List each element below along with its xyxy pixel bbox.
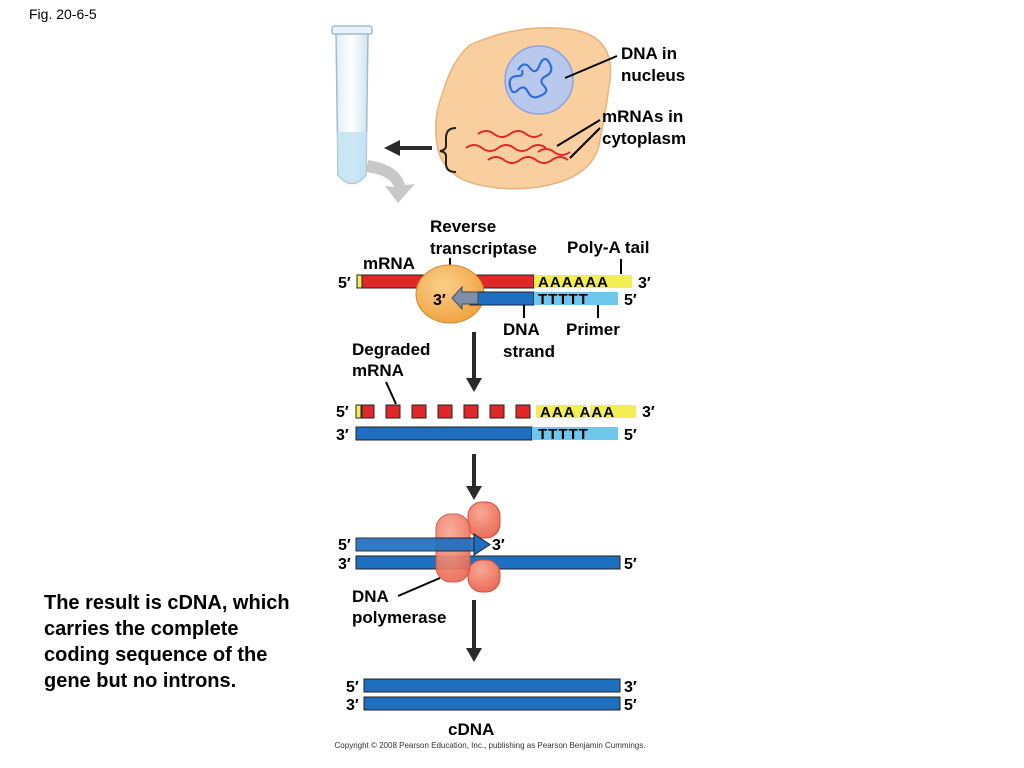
nucleus-leader-line <box>564 55 618 79</box>
extract-arrow <box>384 140 432 156</box>
step4-bottom-5prime: 5′ <box>624 697 637 714</box>
mrna-bracket <box>439 127 457 173</box>
step2-bottom-3prime: 3′ <box>336 427 349 444</box>
step2-poly-a-sequence: AAA AAA <box>540 404 615 421</box>
polymerase-label-line2: polymerase <box>352 608 447 627</box>
step2-top-5prime: 5′ <box>336 404 349 421</box>
curved-gray-arrow <box>366 160 415 203</box>
poly-a-tail-label: Poly-A tail <box>567 238 650 257</box>
degraded-label-line2: mRNA <box>352 361 404 380</box>
step2-bottom-5prime: 5′ <box>624 427 637 444</box>
figure-label: Fig. 20-6-5 <box>29 6 97 22</box>
step4-top-3prime: 3′ <box>624 679 637 696</box>
step2-poly-a-region-2 <box>590 405 636 418</box>
nucleus-dna-squiggle <box>508 57 553 99</box>
cytoplasm-mrnas <box>465 130 571 164</box>
step2-5prime-cap <box>355 404 362 419</box>
test-tube <box>331 25 373 185</box>
synthesis-direction-arrow <box>451 285 479 311</box>
step4-top-5prime: 5′ <box>346 679 359 696</box>
cdna-strand-top <box>363 678 621 693</box>
mrna-label: mRNA <box>363 254 415 273</box>
cytoplasm-label-line1: mRNAs in <box>602 107 683 126</box>
step1-dna-strand <box>469 291 535 306</box>
step2-primer-region <box>532 427 618 440</box>
dna-strand-label-line2: strand <box>503 342 555 361</box>
step1-top-3prime: 3′ <box>638 275 651 292</box>
degraded-mrna-fragments <box>361 404 531 419</box>
step1-primer-sequence: TTTTT <box>538 291 589 308</box>
reverse-transcriptase-label-line1: Reverse <box>430 217 496 236</box>
step1-poly-a-region <box>534 275 632 288</box>
result-caption: The result is cDNA, which carries the co… <box>44 592 290 692</box>
step4-bottom-3prime: 3′ <box>346 697 359 714</box>
polymerase-label-line1: DNA <box>352 587 389 606</box>
polymerase-leader-line <box>397 577 441 597</box>
cdna-label: cDNA <box>448 720 494 739</box>
step1-poly-a-sequence: AAAAAA <box>538 274 609 291</box>
step1-bottom-3prime: 3′ <box>433 292 446 309</box>
step1-5prime-cap <box>356 274 363 289</box>
step3-bottom-3prime: 3′ <box>338 556 351 573</box>
cdna-strand-bottom <box>363 696 621 711</box>
step1-primer-region <box>534 292 618 305</box>
nucleus-label-line1: DNA in <box>621 44 677 63</box>
step2-poly-a-region-1 <box>536 405 586 418</box>
nucleus <box>504 45 574 115</box>
primer-label: Primer <box>566 320 620 339</box>
step3-bottom-5prime: 5′ <box>624 556 637 573</box>
step-arrow-2 <box>466 454 482 500</box>
step-arrow-3 <box>466 600 482 662</box>
mrna-leader-line-1 <box>556 119 601 147</box>
mrna-leader-line-2 <box>569 127 601 159</box>
step-arrow-1 <box>466 332 482 392</box>
reverse-transcriptase-label-line2: transcriptase <box>430 239 537 258</box>
nucleus-label-line2: nucleus <box>621 66 685 85</box>
cytoplasm-label-line2: cytoplasm <box>602 129 686 148</box>
step2-top-3prime: 3′ <box>642 404 655 421</box>
step2-primer-sequence: TTTTT <box>538 426 589 443</box>
step2-dna-strand <box>355 426 533 441</box>
step3-top-5prime: 5′ <box>338 537 351 554</box>
copyright-notice: Copyright © 2008 Pearson Education, Inc.… <box>334 741 646 750</box>
dna-strand-label-line1: DNA <box>503 320 540 339</box>
step1-top-5prime: 5′ <box>338 275 351 292</box>
step3-new-strand <box>355 533 491 556</box>
step1-bottom-5prime: 5′ <box>624 292 637 309</box>
degraded-label-line1: Degraded <box>352 340 430 359</box>
step3-arrow-3prime: 3′ <box>492 537 505 554</box>
degraded-leader-line <box>385 381 397 405</box>
